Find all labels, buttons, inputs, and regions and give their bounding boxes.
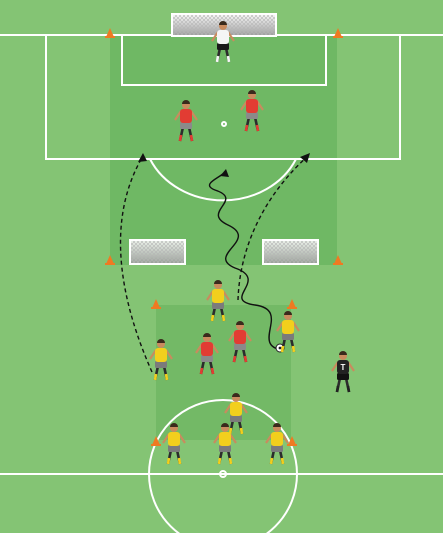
zone-upper <box>110 35 337 265</box>
mini-goal-right <box>263 240 318 264</box>
trainer-label: T <box>341 363 346 372</box>
mini-goal-left <box>130 240 185 264</box>
